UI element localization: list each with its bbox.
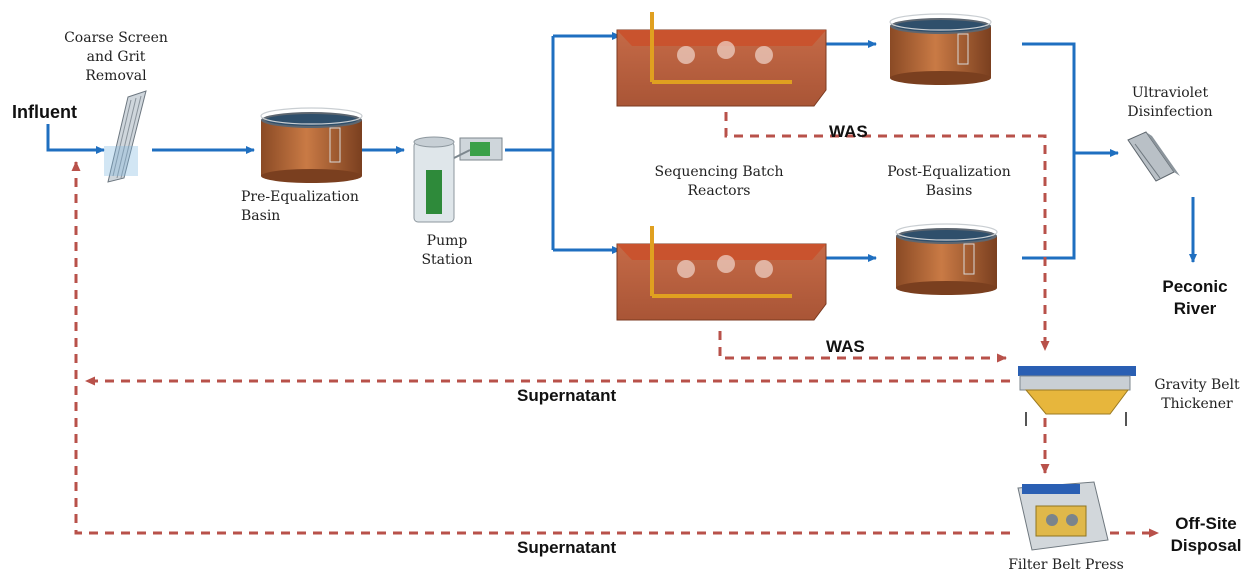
uv-label: Ultraviolet Disinfection: [1127, 85, 1213, 120]
liquid-flow-lines: [46, 32, 1197, 263]
supernatant-line-bottom: [71, 161, 1010, 535]
bar-screen-icon: [104, 90, 147, 183]
pump-station-label: Pump Station: [421, 233, 473, 268]
supernatant-label-top: Supernatant: [517, 386, 617, 405]
disposal-label: Off-Site Disposal: [1170, 514, 1242, 555]
sludge-flow-lines: [71, 112, 1159, 538]
influent-label: Influent: [12, 102, 77, 122]
gravity-belt-thickener-label: Gravity Belt Thickener: [1154, 377, 1240, 412]
post-equalization-label: Post-Equalization Basins: [887, 164, 1011, 199]
flow-post-top-to-uv: [1022, 42, 1076, 260]
supernatant-label-bottom: Supernatant: [517, 538, 617, 557]
basin-icon: [889, 13, 992, 85]
coarse-screen-label: Coarse Screen and Grit Removal: [64, 30, 168, 84]
filter-belt-press-label: Filter Belt Press: [1008, 557, 1124, 573]
reactor-icon: [616, 226, 827, 321]
flow-influent-to-screen: [46, 124, 105, 154]
basin-icon: [260, 107, 363, 183]
was-line-top: [724, 112, 1050, 351]
was-label-bottom: WAS: [826, 337, 865, 356]
was-label-top: WAS: [829, 122, 868, 141]
gravity-belt-thickener-icon: [1018, 366, 1136, 426]
uv-unit-icon: [1127, 131, 1180, 182]
filter-belt-press-icon: [1017, 481, 1109, 551]
pump-station-icon: [413, 136, 503, 223]
reactor-icon: [616, 12, 827, 107]
basin-icon: [895, 223, 998, 295]
was-line-bottom: [718, 331, 1007, 363]
river-label: Peconic River: [1162, 277, 1228, 318]
sbr-label: Sequencing Batch Reactors: [654, 164, 784, 199]
pre-equalization-label: Pre-Equalization Basin: [241, 189, 359, 224]
